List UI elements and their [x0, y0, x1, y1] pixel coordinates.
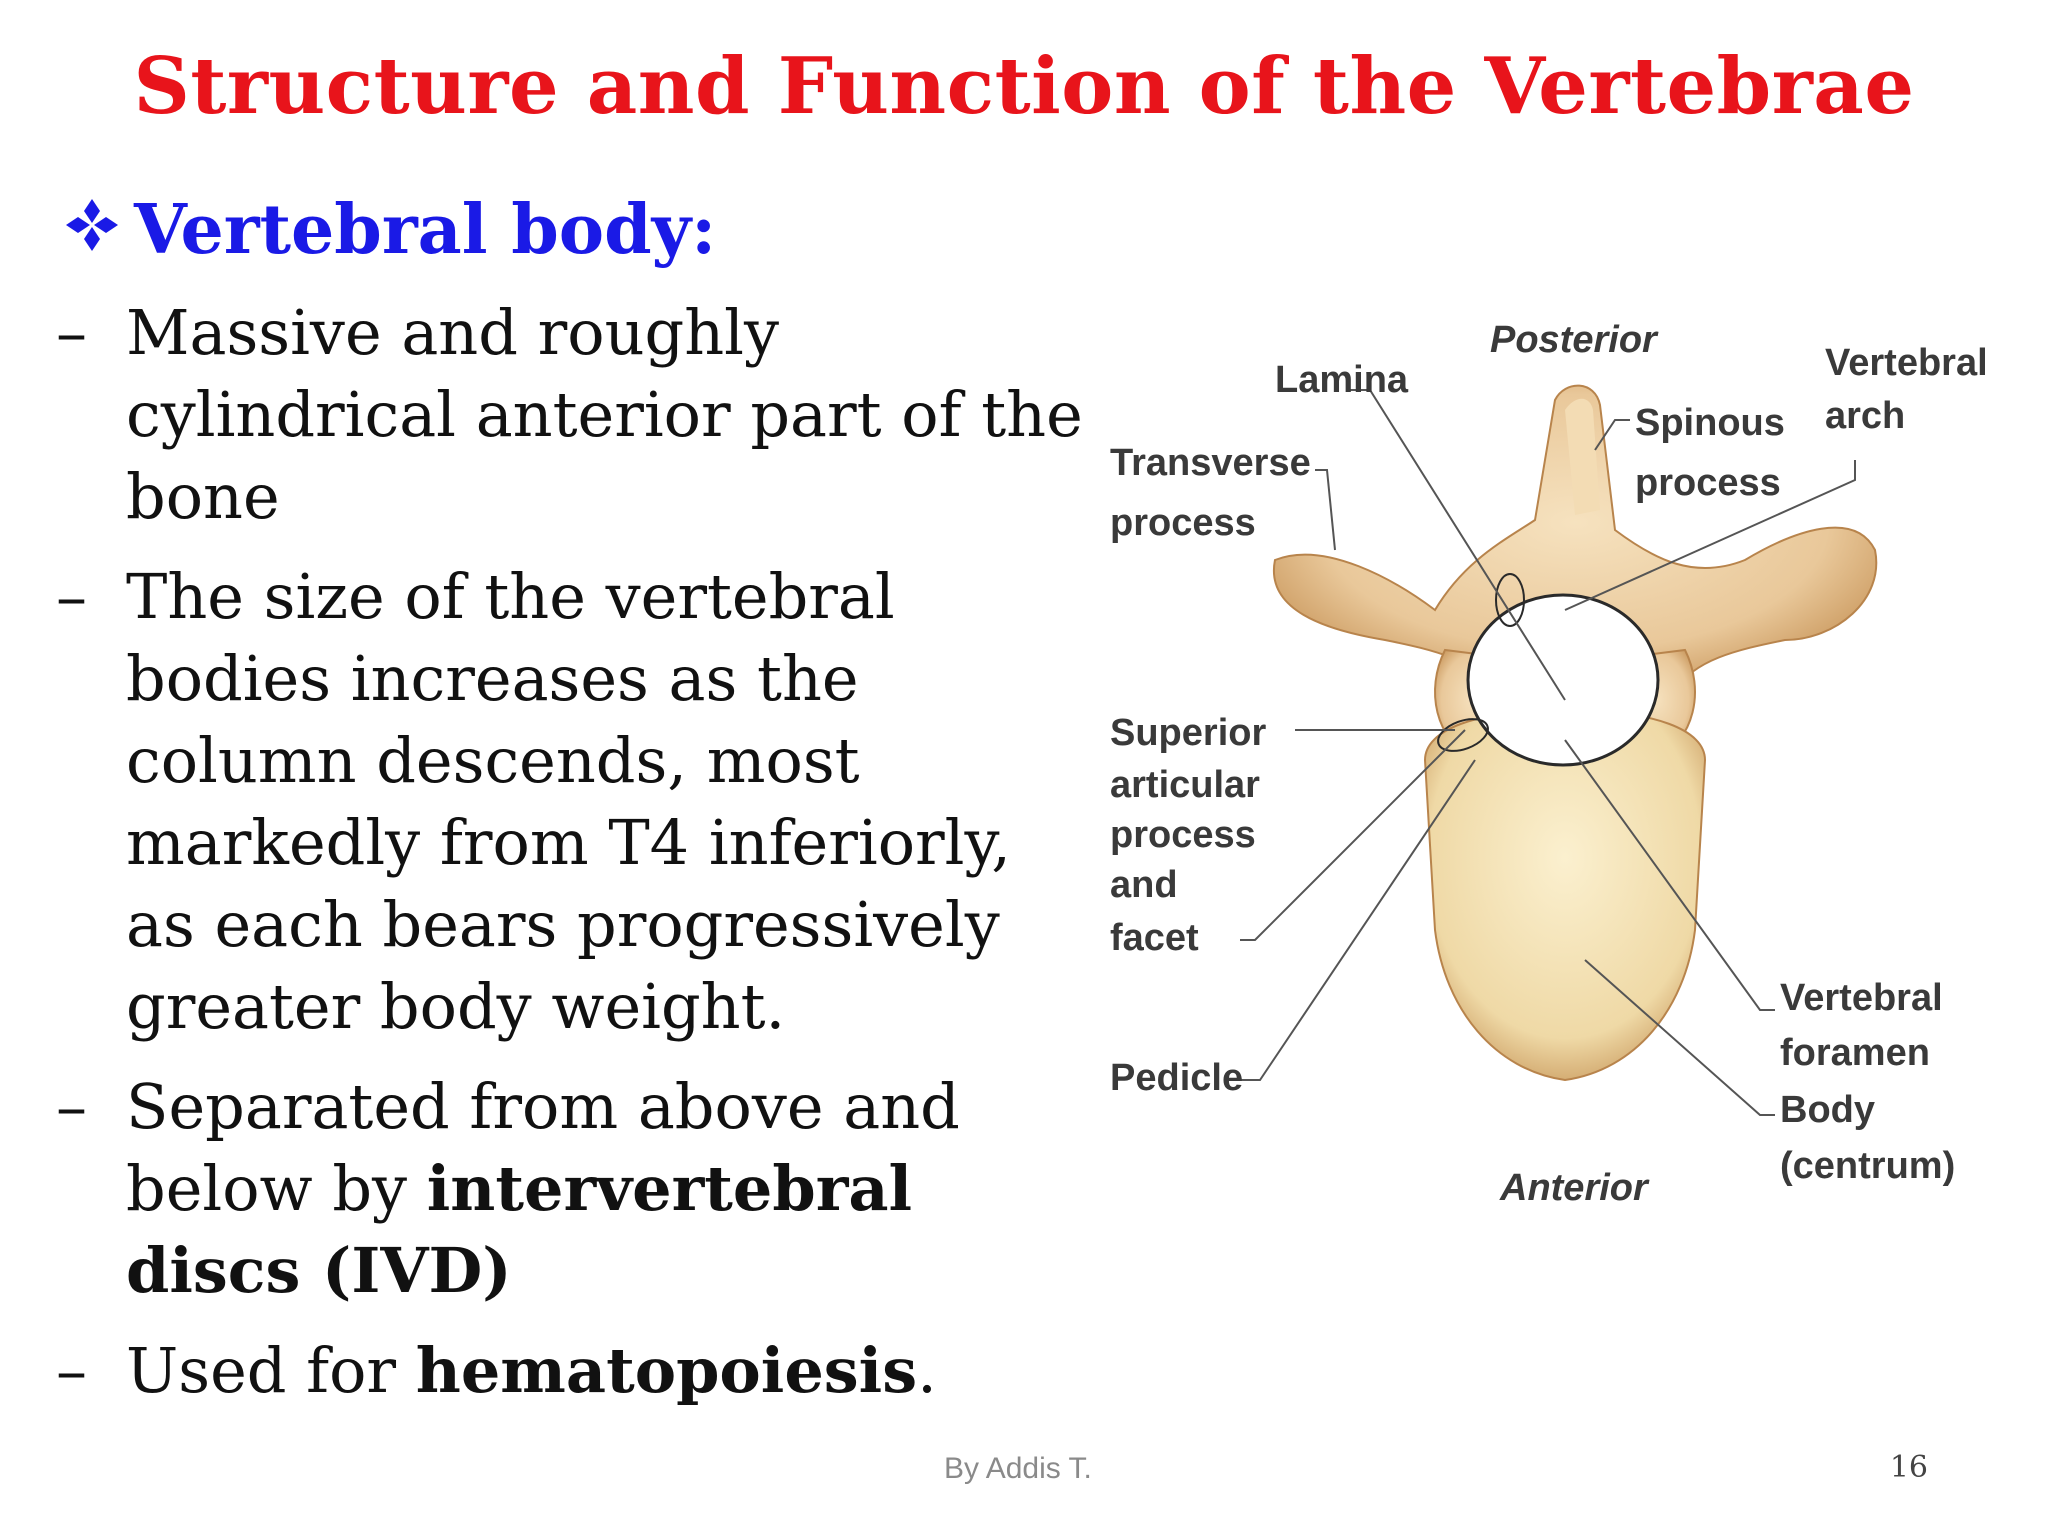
vertebral-foramen-shape [1466, 593, 1660, 767]
dash-marker: – [56, 296, 87, 369]
label-superior-1: Superior [1110, 712, 1266, 754]
bullet-text-end: . [917, 1334, 937, 1407]
label-posterior: Posterior [1490, 319, 1659, 361]
bullet-item-4: – Used for hematopoiesis. [56, 1330, 1096, 1412]
label-vertebral-arch-1: Vertebral [1825, 342, 1988, 384]
label-spinous-2: process [1635, 462, 1781, 504]
diagram-labels: Posterior Lamina Vertebral arch Transver… [1110, 319, 1988, 1209]
vertebra-illustration [1272, 384, 1878, 1082]
bullet-text: Used for [126, 1334, 416, 1407]
label-transverse-1: Transverse [1110, 442, 1311, 484]
facet-line [1240, 729, 1466, 941]
bullet-text: Separated from above and below by [126, 1070, 960, 1225]
bullet-item-1: – Massive and roughly cylindrical anteri… [56, 292, 1096, 538]
body-line [1584, 959, 1775, 1116]
label-body-1: Body [1780, 1089, 1875, 1131]
label-superior-5: facet [1110, 917, 1199, 959]
label-transverse-2: process [1110, 502, 1256, 544]
page-number: 16 [1889, 1450, 1928, 1485]
label-superior-4: and [1110, 864, 1178, 906]
pedicle-line [1240, 759, 1476, 1081]
dash-marker: – [56, 1334, 87, 1407]
label-foramen-2: foramen [1780, 1032, 1930, 1074]
bullet-text: Massive and roughly cylindrical anterior… [126, 296, 1083, 533]
lamina-line [1350, 389, 1566, 701]
lamina-outline [1495, 573, 1525, 627]
heading-text: Vertebral body: [134, 190, 717, 270]
transverse-line [1315, 469, 1336, 551]
facet-outline [1437, 718, 1489, 752]
dash-marker: – [56, 560, 87, 633]
spinous-line [1594, 419, 1630, 451]
label-spinous-1: Spinous [1635, 402, 1785, 444]
footer-author: By Addis T. [944, 1452, 1092, 1485]
label-superior-2: articular [1110, 764, 1260, 806]
label-foramen-1: Vertebral [1780, 977, 1943, 1019]
spinous-process-shape [1565, 398, 1600, 515]
bullet-list: – Massive and roughly cylindrical anteri… [56, 292, 1096, 1430]
four-diamond-bullet-icon [66, 199, 118, 251]
label-vertebral-arch-2: arch [1825, 395, 1905, 437]
dash-marker: – [56, 1070, 87, 1143]
bullet-item-2: – The size of the vertebral bodies incre… [56, 556, 1096, 1048]
label-anterior: Anterior [1499, 1167, 1650, 1209]
bullet-bold-term: hematopoiesis [415, 1334, 918, 1407]
bullet-text: The size of the vertebral bodies increas… [126, 560, 1011, 1043]
label-lamina: Lamina [1275, 359, 1409, 401]
bullet-item-3: – Separated from above and below by inte… [56, 1066, 1096, 1312]
bullet-bold-term: intervertebral discs (IVD) [126, 1152, 913, 1307]
leader-lines [1240, 389, 1856, 1116]
slide-title: Structure and Function of the Vertebrae [133, 41, 1915, 132]
label-body-2: (centrum) [1780, 1145, 1955, 1187]
label-pedicle: Pedicle [1110, 1057, 1243, 1099]
foramen-line [1564, 739, 1775, 1011]
arch-line [1564, 460, 1856, 611]
section-heading: Vertebral body: [64, 196, 716, 264]
label-superior-3: process [1110, 814, 1256, 856]
vertebra-diagram: Posterior Lamina Vertebral arch Transver… [1110, 319, 1988, 1209]
